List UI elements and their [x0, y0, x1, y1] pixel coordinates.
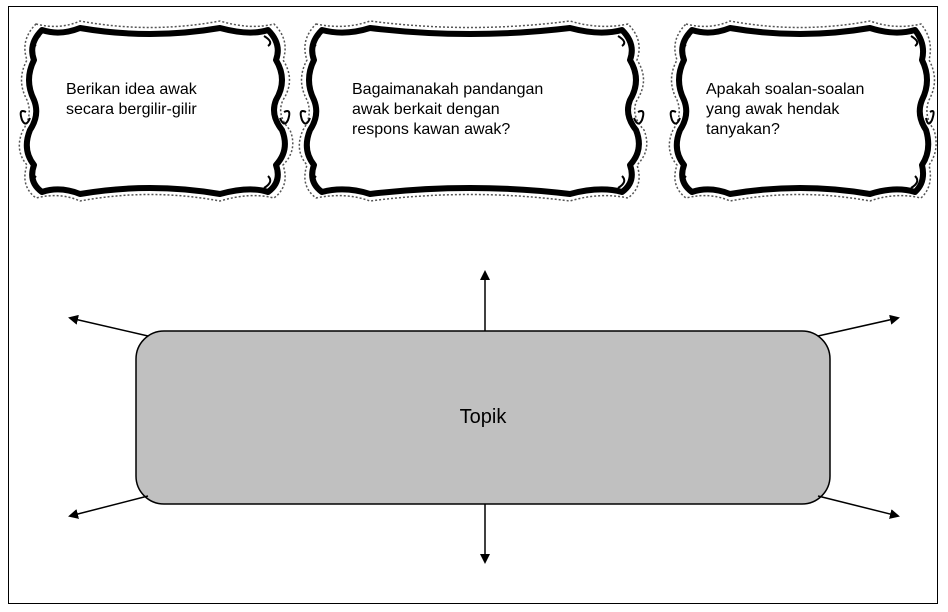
card-text-2: Bagaimanakah pandangan awak berkait deng…	[352, 81, 544, 138]
arrow-upper-left	[68, 314, 149, 337]
card-text-3: Apakah soalan-soalan yang awak hendak ta…	[706, 81, 865, 138]
decorative-frame-2	[298, 20, 648, 202]
decorative-frame-1	[18, 20, 294, 202]
page-frame	[8, 6, 938, 604]
arrow-lower-right	[817, 495, 900, 519]
arrow-lower-left	[68, 495, 149, 519]
card-text-1: Berikan idea awak secara bergilir-gilir	[66, 81, 197, 118]
decorative-frame-3	[668, 20, 937, 202]
topic-box	[135, 330, 831, 505]
topic-label: Topik	[459, 406, 507, 428]
arrow-upper-right	[817, 314, 900, 337]
